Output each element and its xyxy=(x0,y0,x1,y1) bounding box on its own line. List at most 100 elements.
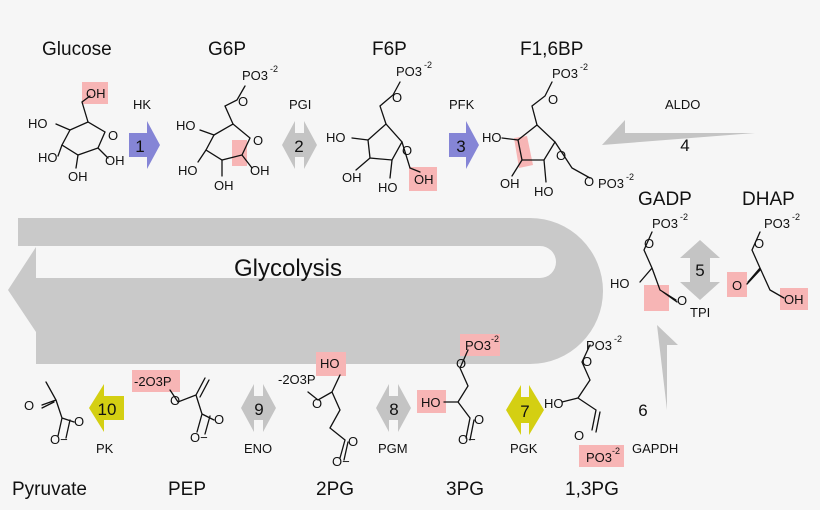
label-o: O xyxy=(402,143,412,158)
label-po3: PO3 xyxy=(652,216,678,231)
label-po3: PO3 xyxy=(586,450,612,465)
step-number-1: 1 xyxy=(135,137,144,156)
label-charge: -2 xyxy=(580,62,588,72)
enzyme-pk: PK xyxy=(96,441,114,456)
reaction-arrow-2: 2 xyxy=(282,121,317,169)
label-oh: OH xyxy=(250,163,270,178)
metabolite-pyruvate: Pyruvate xyxy=(12,479,87,500)
label-po3: PO3 xyxy=(586,338,612,353)
label-o3p: -2O3P xyxy=(278,372,316,387)
step-number-5: 5 xyxy=(695,261,704,280)
label-ho: HO xyxy=(534,184,554,199)
label-oh: OH xyxy=(342,170,362,185)
molecule-pep xyxy=(169,377,215,435)
highlight-pep-phosphate xyxy=(132,370,180,392)
pathway-title: Glycolysis xyxy=(234,255,342,282)
label-o: O xyxy=(74,414,84,429)
molecule-13bpg xyxy=(561,344,601,433)
molecule-f16bp xyxy=(501,81,591,183)
label-oh: OH xyxy=(784,292,804,307)
label-po3: PO3 xyxy=(598,176,624,191)
label-o: O xyxy=(348,434,358,449)
molecule-2pg xyxy=(307,374,349,461)
enzyme-gapdh: GAPDH xyxy=(632,441,679,456)
label-po3: PO3 xyxy=(764,216,790,231)
highlight-13bpg-phosphate xyxy=(579,445,624,467)
label-charge: -2 xyxy=(270,64,278,74)
label-o: O xyxy=(312,396,322,411)
metabolite-g6p: G6P xyxy=(208,39,247,60)
molecule-pyruvate xyxy=(41,381,75,439)
metabolite-13bpg: 1,3PG xyxy=(565,479,619,500)
step-number-2: 2 xyxy=(294,137,303,156)
highlight-dhap-co xyxy=(727,272,747,297)
label-o-minus: O− xyxy=(50,432,68,447)
label-o: O xyxy=(238,94,248,109)
enzyme-pgi: PGI xyxy=(289,97,312,112)
label-ho: HO xyxy=(38,150,58,165)
highlight-3pg-oh xyxy=(417,390,446,413)
label-oh: OH xyxy=(414,172,434,187)
label-charge: -2 xyxy=(626,172,634,182)
label-o: O xyxy=(677,293,687,308)
label-ho: HO xyxy=(610,276,630,291)
reaction-arrow-7: 7 xyxy=(506,385,544,435)
metabolite-f16bp: F1,6BP xyxy=(520,39,584,60)
highlight-f6p-oh xyxy=(409,167,437,191)
label-o: O xyxy=(754,236,764,251)
label-charge: -2 xyxy=(680,212,688,222)
step-number-7: 7 xyxy=(520,402,529,421)
highlight-gadp-cho xyxy=(644,285,669,311)
label-o: O xyxy=(556,148,566,163)
step-number-9: 9 xyxy=(254,400,263,419)
highlight-dhap-oh xyxy=(780,288,808,310)
enzyme-aldo: ALDO xyxy=(665,97,701,112)
pathway-band xyxy=(8,218,603,364)
label-po3: PO3 xyxy=(242,68,268,83)
step-number-10: 10 xyxy=(98,400,117,419)
label-oh: OH xyxy=(214,178,234,193)
label-ho: HO xyxy=(544,396,564,411)
highlight-g6p-c1 xyxy=(232,140,247,166)
enzyme-hk: HK xyxy=(133,97,152,112)
reaction-arrow-10: 10 xyxy=(89,384,124,432)
enzyme-pfk: PFK xyxy=(449,97,475,112)
label-o: O xyxy=(24,398,34,413)
label-po3: PO3 xyxy=(465,338,491,353)
chemical-labels: OH HO HO OH OH O PO3 -2 O HO HO OH OH O … xyxy=(24,60,804,469)
label-ho: HO xyxy=(178,163,198,178)
reaction-arrow-1: 1 xyxy=(129,121,160,169)
molecule-3pg xyxy=(443,349,475,441)
metabolite-dhap: DHAP xyxy=(742,189,795,210)
label-ho: HO xyxy=(320,356,340,371)
step-number-6: 6 xyxy=(638,401,647,420)
label-o: O xyxy=(392,90,402,105)
step-number-8: 8 xyxy=(389,400,398,419)
enzyme-tpi: TPI xyxy=(690,305,711,320)
label-ho: HO xyxy=(28,116,48,131)
metabolite-gadp: GADP xyxy=(638,189,692,210)
label-o-minus: O− xyxy=(190,430,208,445)
enzyme-pgm: PGM xyxy=(378,441,408,456)
label-o: O xyxy=(732,278,742,293)
metabolite-glucose: Glucose xyxy=(42,39,112,60)
label-charge: -2 xyxy=(491,334,499,344)
highlight-f16bp-bond xyxy=(514,136,533,168)
label-charge: -2 xyxy=(792,212,800,222)
molecule-f6p xyxy=(351,81,421,179)
label-o-minus: O− xyxy=(458,432,476,447)
label-oh: OH xyxy=(86,86,106,101)
highlights xyxy=(82,82,808,467)
label-o: O xyxy=(584,174,594,189)
metabolite-2pg: 2PG xyxy=(316,479,355,500)
label-charge: -2 xyxy=(614,334,622,344)
reaction-arrow-8: 8 xyxy=(376,384,411,432)
label-oh: OH xyxy=(500,176,520,191)
label-ho: HO xyxy=(482,130,502,145)
label-o: O xyxy=(574,428,584,443)
reaction-arrow-5: 5 xyxy=(680,240,720,300)
label-o-minus: O− xyxy=(332,454,350,469)
label-o: O xyxy=(474,412,484,427)
